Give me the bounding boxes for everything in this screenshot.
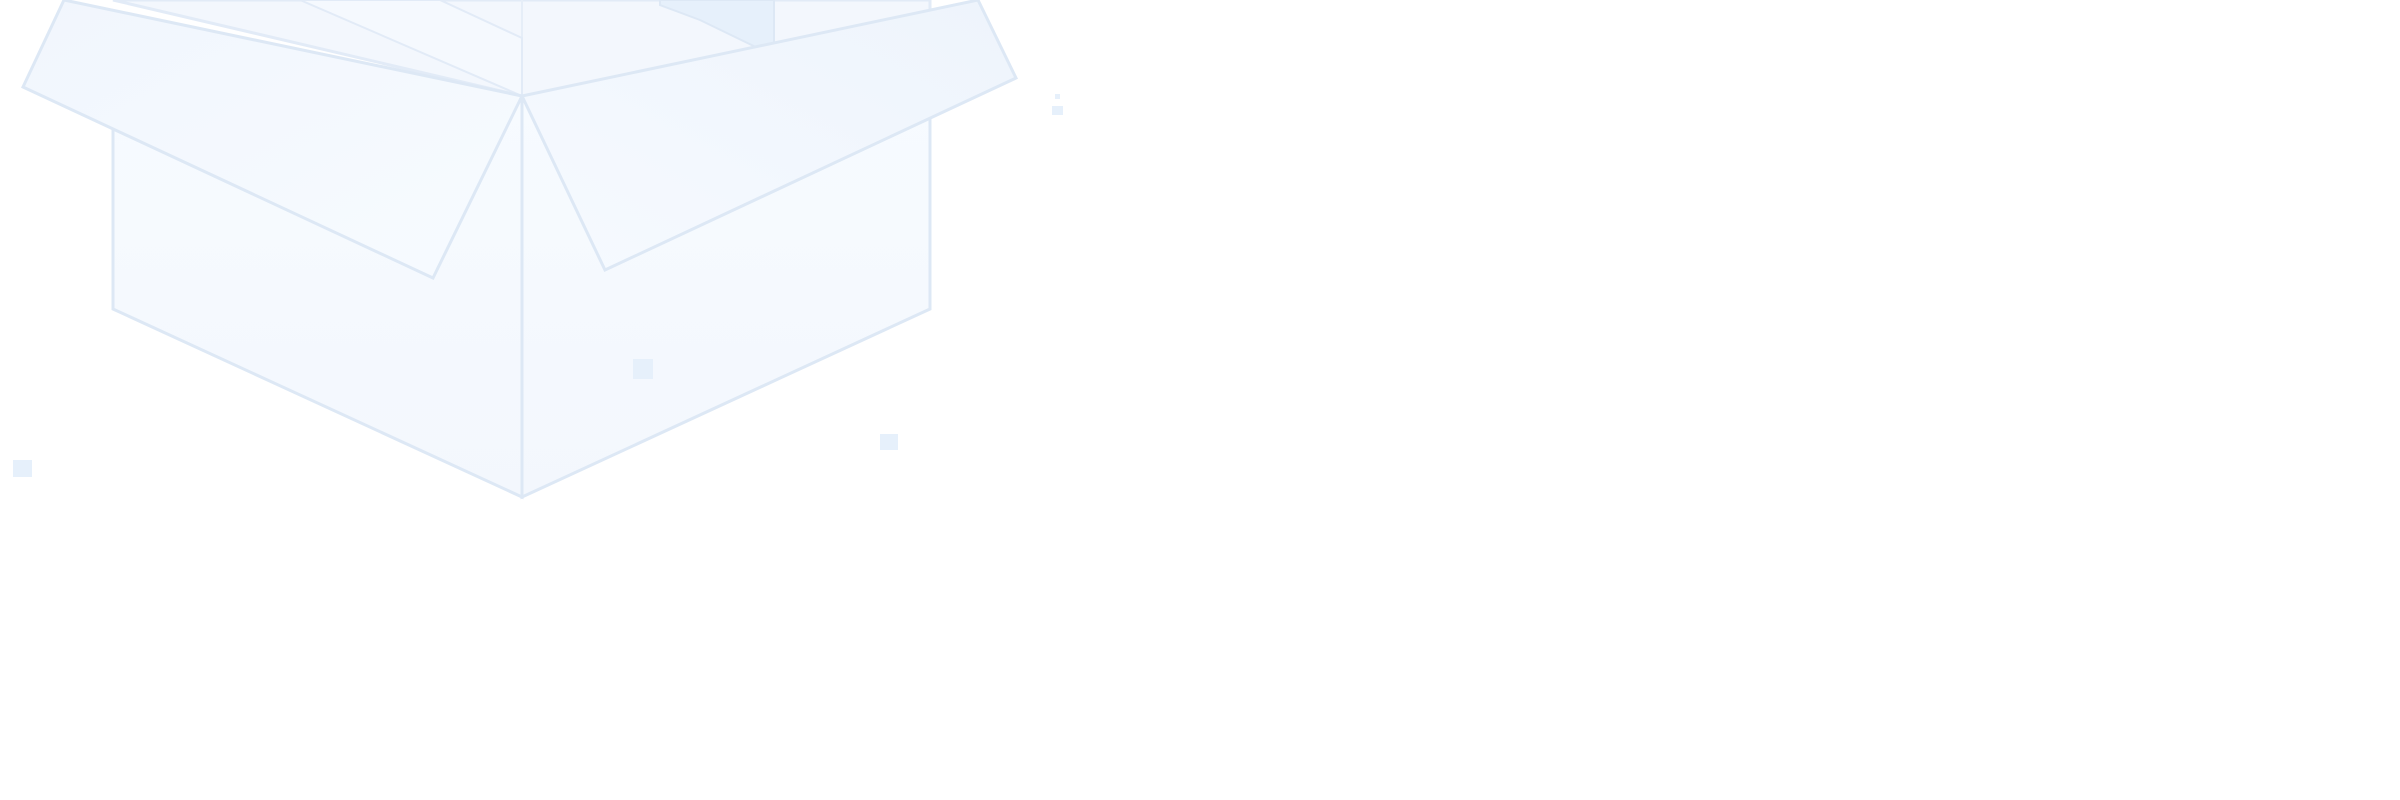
confetti-decoration [13, 94, 1063, 477]
box-flap-right [519, 0, 1019, 272]
box-flap-left [21, 0, 525, 280]
